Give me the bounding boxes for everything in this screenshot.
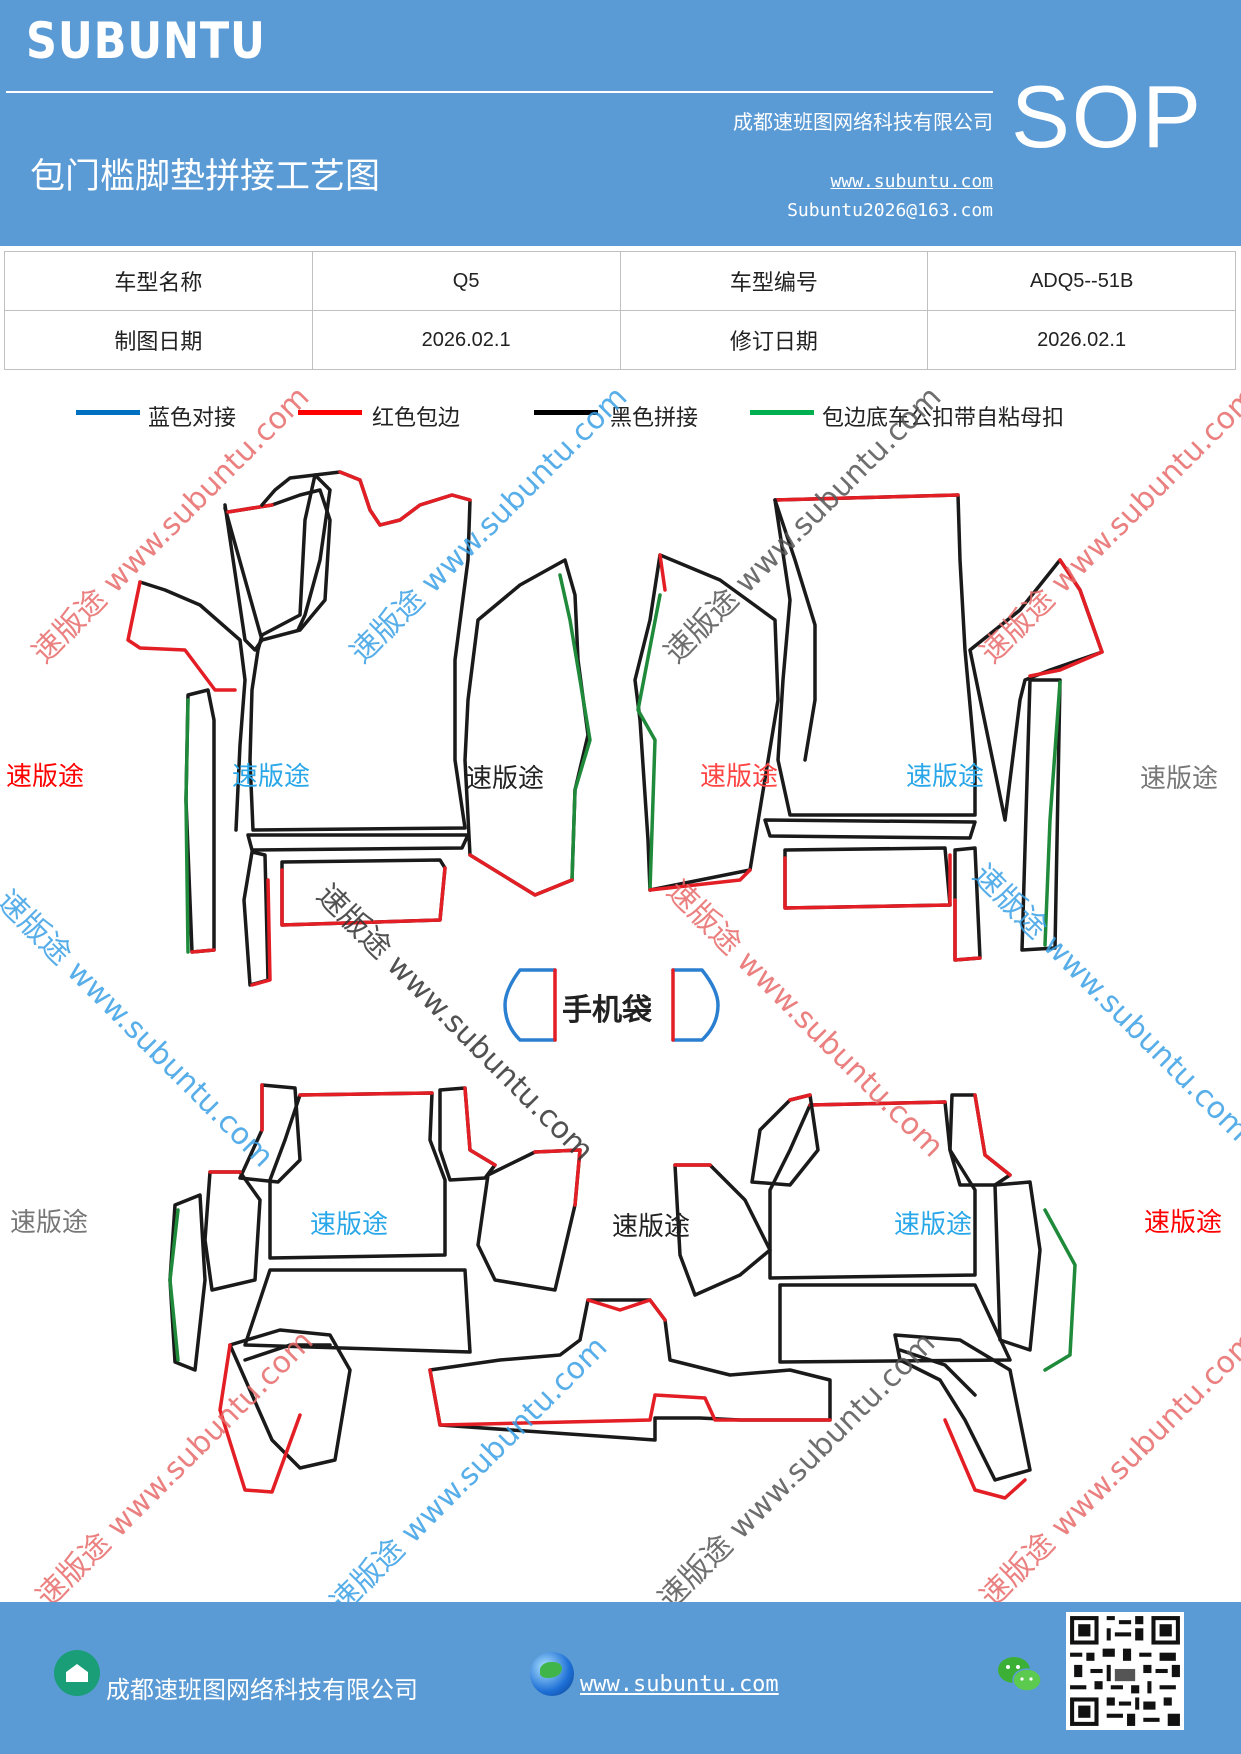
qr-code-icon bbox=[1066, 1612, 1184, 1730]
footer-website-link[interactable]: www.subuntu.com bbox=[580, 1672, 779, 1697]
mat-rear-center bbox=[428, 1298, 832, 1442]
part-label: 速版途 bbox=[466, 764, 545, 794]
sop-badge: SOP bbox=[1011, 67, 1203, 166]
mat-rear-left bbox=[168, 1083, 582, 1494]
table-row: 制图日期 2026.02.1 修订日期 2026.02.1 bbox=[4, 310, 1236, 370]
part-label: 速版途 bbox=[1140, 764, 1219, 794]
header-divider bbox=[6, 91, 993, 93]
table-cell: 车型编号 bbox=[619, 251, 929, 311]
table-cell: ADQ5--51B bbox=[927, 251, 1236, 311]
mat-rear-right bbox=[673, 1093, 1077, 1500]
header-banner: SUBUNTU SOP 包门槛脚垫拼接工艺图 成都速班图网络科技有限公司 www… bbox=[0, 0, 1241, 246]
table-cell: 制图日期 bbox=[4, 310, 313, 370]
part-label: 速版途 bbox=[700, 762, 779, 792]
table-cell: Q5 bbox=[311, 251, 621, 311]
phone-pocket bbox=[503, 968, 720, 1042]
info-table: 车型名称 Q5 车型编号 ADQ5--51B 制图日期 2026.02.1 修订… bbox=[4, 251, 1236, 370]
header-email-link[interactable]: Subuntu2026@163.com bbox=[787, 200, 993, 221]
part-label: 速版途 bbox=[906, 762, 985, 792]
home-icon bbox=[54, 1650, 100, 1696]
part-label: 速版途 bbox=[310, 1210, 389, 1240]
part-label: 速版途 bbox=[10, 1208, 89, 1238]
part-label: 速版途 bbox=[6, 762, 85, 792]
page-title: 包门槛脚垫拼接工艺图 bbox=[30, 157, 381, 197]
table-cell: 2026.02.1 bbox=[311, 310, 621, 370]
table-cell: 车型名称 bbox=[4, 251, 313, 311]
phone-pocket-label: 手机袋 bbox=[562, 993, 652, 1028]
legend-swatch bbox=[534, 410, 598, 415]
legend-swatch bbox=[76, 410, 140, 415]
part-label: 速版途 bbox=[894, 1210, 973, 1240]
brand-logo: SUBUNTU bbox=[26, 12, 266, 70]
floor-mat-diagram bbox=[126, 470, 1104, 1500]
footer-company: 成都速班图网络科技有限公司 bbox=[106, 1676, 418, 1704]
legend-swatch bbox=[750, 410, 814, 415]
header-website-link[interactable]: www.subuntu.com bbox=[830, 171, 993, 192]
legend-label: 蓝色对接 bbox=[148, 406, 237, 431]
legend-label: 黑色拼接 bbox=[610, 406, 699, 431]
part-label: 速版途 bbox=[612, 1212, 691, 1242]
part-label: 速版途 bbox=[1144, 1208, 1223, 1238]
wechat-icon[interactable] bbox=[996, 1654, 1044, 1696]
legend-label: 包边底车公扣带自粘母扣 bbox=[822, 406, 1065, 431]
mat-front-left bbox=[126, 470, 592, 987]
mat-front-right bbox=[633, 493, 1104, 962]
table-cell: 修订日期 bbox=[619, 310, 929, 370]
table-row: 车型名称 Q5 车型编号 ADQ5--51B bbox=[4, 251, 1236, 311]
table-cell: 2026.02.1 bbox=[927, 310, 1236, 370]
footer-banner: 成都速班图网络科技有限公司 www.subuntu.com bbox=[0, 1602, 1241, 1754]
legend: 蓝色对接 红色包边 黑色拼接 包边底车公扣带自粘母扣 bbox=[0, 400, 1241, 440]
header-company: 成都速班图网络科技有限公司 bbox=[733, 110, 993, 134]
globe-icon bbox=[530, 1652, 574, 1696]
part-label: 速版途 bbox=[232, 762, 311, 792]
legend-label: 红色包边 bbox=[372, 406, 461, 431]
legend-swatch bbox=[298, 410, 362, 415]
